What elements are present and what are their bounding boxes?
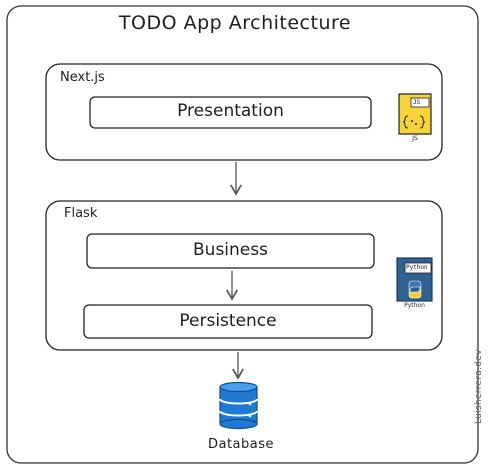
database-icon [219, 381, 258, 430]
outer-frame [6, 5, 479, 464]
js-file-caption: JS [412, 135, 418, 142]
persistence-layer-box [83, 304, 373, 339]
presentation-layer-label: Presentation [177, 101, 284, 121]
js-file-icon [398, 93, 432, 135]
diagram-title: TODO App Architecture [118, 12, 352, 34]
python-file-caption: Python [404, 302, 425, 309]
database-label: Database [207, 437, 275, 452]
persistence-layer-label: Persistence [179, 311, 277, 331]
js-file-tag: JS [413, 99, 421, 106]
nextjs-group-box [45, 63, 443, 161]
python-file-tag: Python [406, 264, 428, 271]
flask-group-label: Flask [64, 206, 98, 221]
nextjs-group-label: Next.js [60, 70, 105, 85]
author-credit: Luisherrera.dev [474, 349, 484, 424]
presentation-layer-box [89, 96, 372, 129]
business-layer-label: Business [193, 240, 268, 260]
business-layer-box [86, 233, 375, 269]
python-file-icon [396, 257, 433, 302]
flask-group-box [45, 200, 443, 351]
